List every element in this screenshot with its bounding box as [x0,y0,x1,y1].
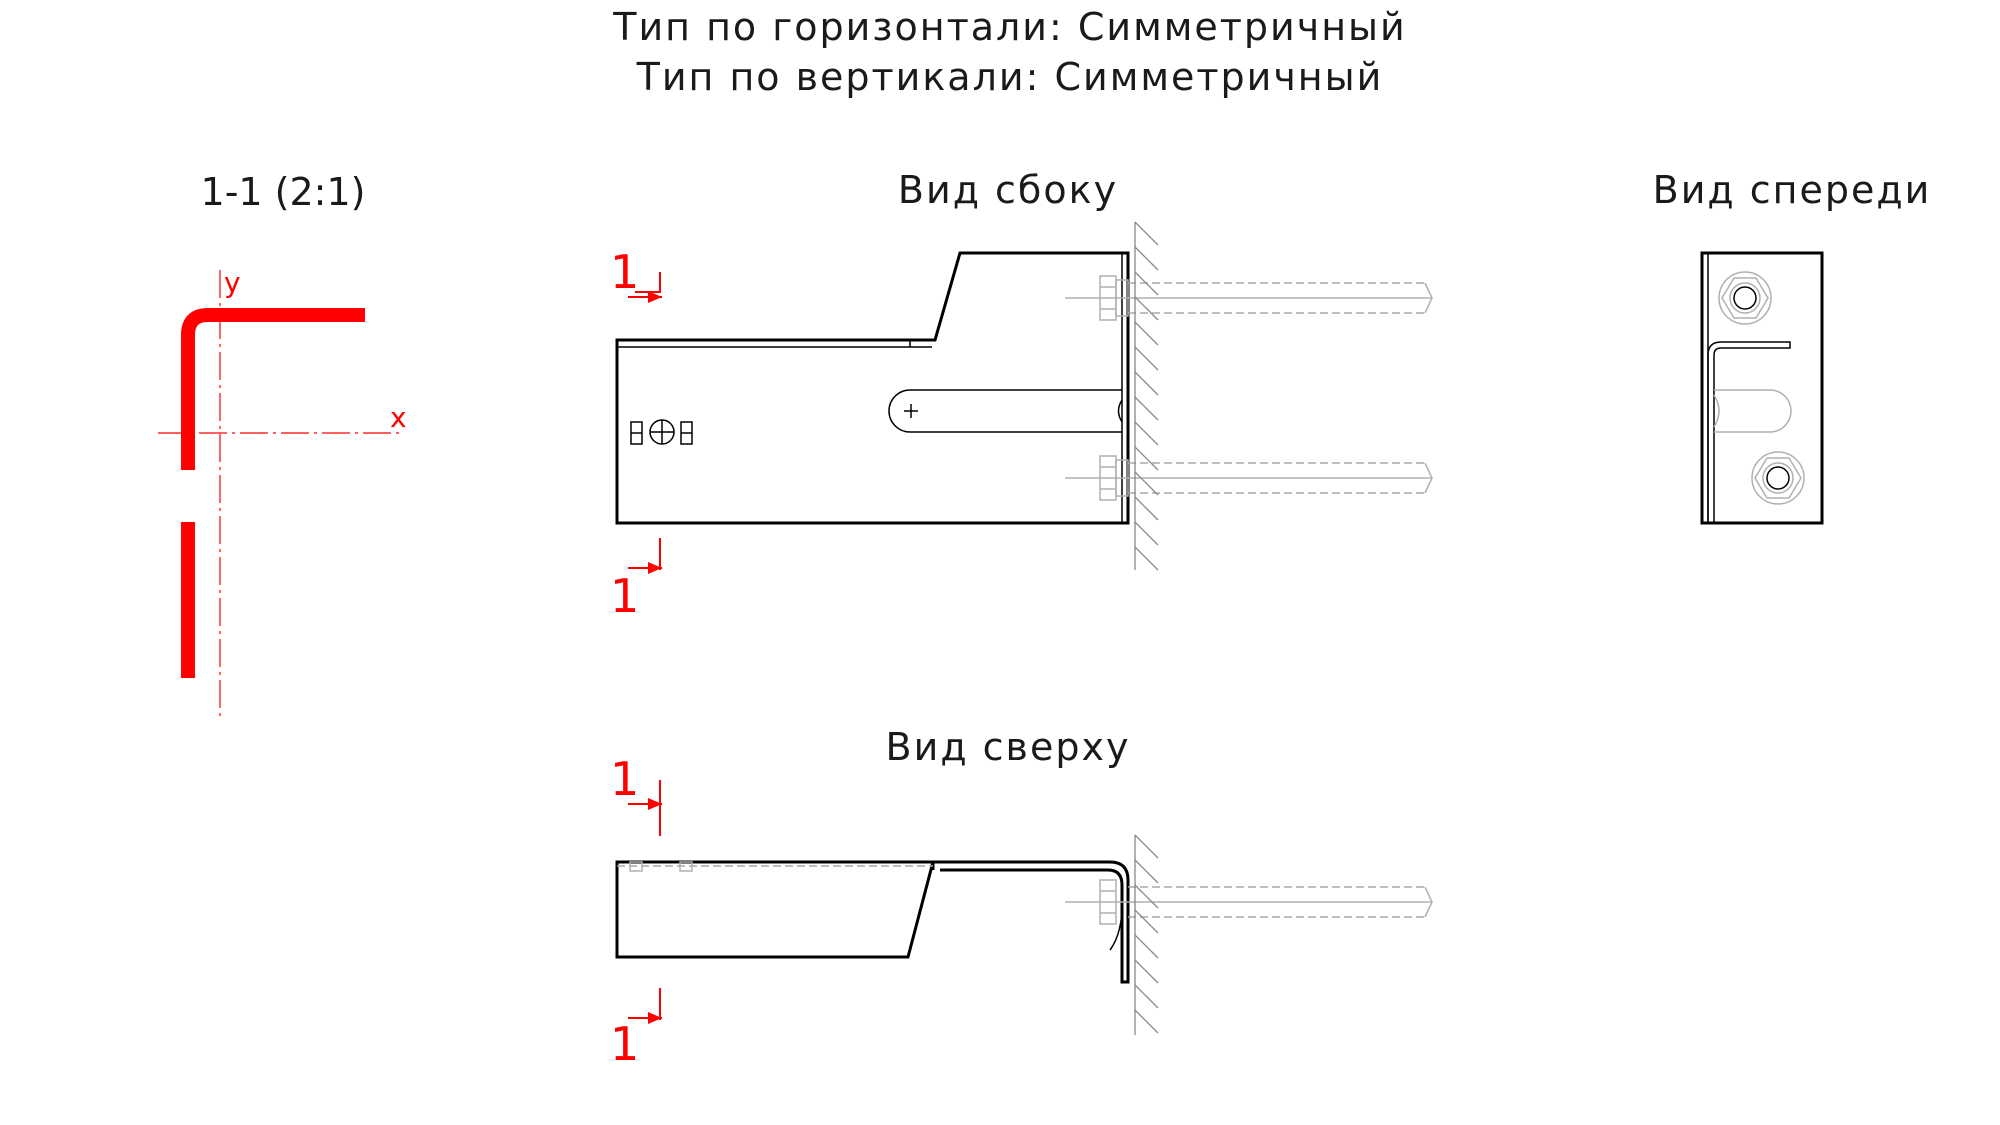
side-view-slot [888,389,1122,433]
front-view-bolt-bottom [1751,451,1805,505]
front-view-bolt-top [1718,271,1772,325]
top-view: 1 1 [610,752,1433,1071]
side-view-bolts [1065,275,1433,501]
side-view-cut-bottom: 1 [610,538,662,623]
front-view-title: Вид спереди [1653,168,1932,212]
top-view-wall [1134,834,1159,1035]
section-profile: x y [158,266,407,720]
top-view-cut-top: 1 [610,752,662,836]
side-view-hole [630,419,693,445]
header-horizontal-type: Тип по горизонтали: Симметричный [612,5,1407,49]
cut-label-side-bottom: 1 [610,569,639,623]
front-view-body [1700,251,1824,525]
section-title: 1-1 (2:1) [201,170,366,214]
front-view [1700,251,1824,525]
cut-label-top-top: 1 [610,752,639,806]
header-vertical-type: Тип по вертикали: Симметричный [636,55,1384,99]
top-view-body [615,860,935,959]
top-view-cut-bottom: 1 [610,988,662,1071]
section-axis-x-label: x [390,401,407,434]
top-view-bolt [1065,879,1433,925]
side-view-cut-top: 1 [610,245,662,303]
side-view-body [615,251,1130,525]
cut-label-side-top: 1 [610,245,639,299]
section-axis-y-label: y [224,266,241,299]
side-view-title: Вид сбоку [898,168,1118,212]
cut-label-top-bottom: 1 [610,1017,639,1071]
side-view-wall [1134,221,1159,571]
side-view: 1 1 [610,221,1433,623]
top-view-title: Вид сверху [886,725,1131,769]
